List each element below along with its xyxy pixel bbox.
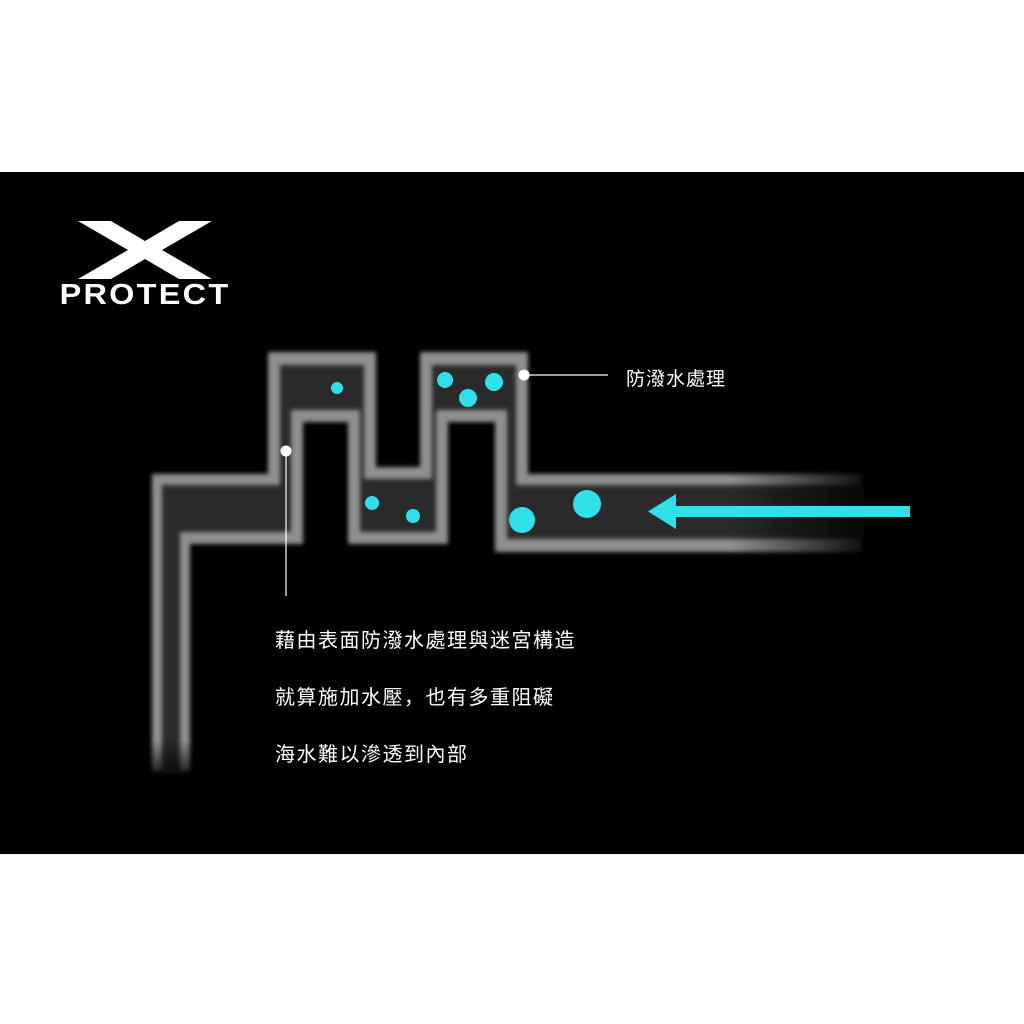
description-line: 海水難以滲透到內部 — [275, 742, 469, 766]
x-mark-icon — [78, 221, 212, 279]
water-flow-arrow-icon — [648, 494, 910, 529]
water-droplet-icon — [331, 382, 343, 394]
description-pointer — [280, 445, 292, 596]
labyrinth-channel — [162, 365, 862, 772]
xprotect-banner: PROTECT 防潑水處理 藉由表面防潑水處理與迷宮構造 就算施加水壓，也有多重… — [0, 172, 1024, 854]
description-line: 藉由表面防潑水處理與迷宮構造 — [275, 628, 576, 652]
logo-wordmark: PROTECT — [59, 279, 231, 311]
xprotect-logo: PROTECT — [40, 217, 250, 317]
water-droplet-icon — [437, 372, 453, 388]
water-droplet-icon — [459, 389, 477, 407]
description-line: 就算施加水壓，也有多重阻礙 — [275, 685, 555, 709]
water-droplet-icon — [573, 490, 601, 518]
callout-label-water-repellent: 防潑水處理 — [626, 368, 727, 390]
water-droplet-icon — [365, 496, 379, 510]
water-droplet-icon — [406, 509, 420, 523]
callout-pointer — [518, 369, 608, 381]
water-droplet-icon — [485, 373, 503, 391]
labyrinth-diagram — [140, 352, 910, 782]
water-droplet-icon — [509, 507, 535, 533]
water-droplets — [331, 372, 601, 533]
